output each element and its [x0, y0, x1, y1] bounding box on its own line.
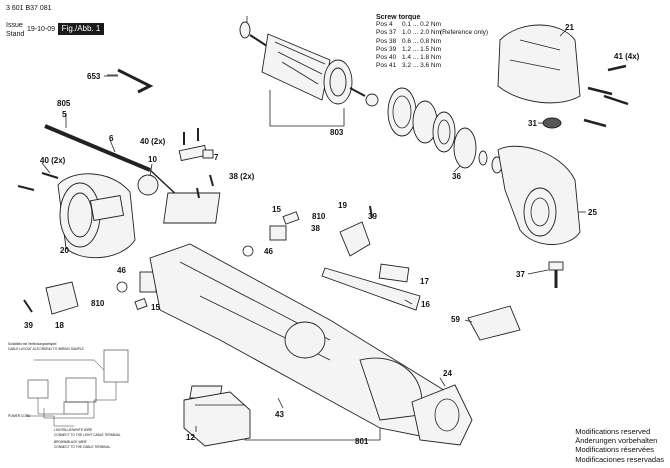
label-10: 10 — [148, 155, 157, 164]
wiring-title: Schaltbild mit Verbindungsbeispiel — [8, 342, 57, 346]
label-20: 20 — [60, 246, 69, 255]
screw-part — [178, 128, 214, 162]
modification-notes: Modifications reserved Änderungen vorbeh… — [575, 427, 664, 464]
screw-part — [583, 64, 629, 128]
main-housing-part — [149, 243, 461, 441]
label-25: 25 — [588, 208, 597, 217]
wiring-schematic — [26, 349, 129, 427]
screw-part — [548, 261, 564, 288]
label-12: 12 — [186, 433, 195, 442]
issue-date: 19-10-09 — [27, 26, 56, 33]
label-46-mid: 46 — [264, 247, 273, 256]
hex-key-part — [107, 68, 154, 94]
switch-module-part — [163, 174, 221, 224]
note-es: Modificaciones reservadas — [575, 454, 664, 464]
label-801: 801 — [355, 437, 369, 446]
label-36: 36 — [452, 172, 461, 181]
label-803: 803 — [330, 128, 344, 137]
label-15-top: 15 — [272, 205, 281, 214]
wiring-line4: CONNECT TO THE CABLE TERMINAL — [54, 445, 111, 449]
plate-part — [467, 305, 521, 341]
label-7: 7 — [214, 153, 219, 162]
label-810-top: 810 — [312, 212, 326, 221]
label-46-left: 46 — [117, 266, 126, 275]
gear-housing-part — [57, 173, 136, 259]
label-41: 41 (4x) — [614, 52, 640, 61]
wiring-subtitle: CABLE LAYOUT ACCORDING TO WIRING SAMPLE — [8, 347, 84, 351]
label-39-left: 39 — [24, 321, 33, 330]
shaft-assembly-part — [44, 113, 181, 199]
label-40-top: 40 (2x) — [140, 137, 166, 146]
note-de: Änderungen vorbehalten — [575, 436, 658, 446]
switch-rod-part — [321, 267, 421, 311]
label-805: 805 — [57, 99, 71, 108]
label-40-left: 40 (2x) — [40, 156, 66, 165]
spring-part — [116, 281, 128, 293]
wiring-line1: LIGHTBLUE/WHITE WIRE — [54, 428, 93, 432]
document-number: 3 601 B37 081 — [6, 5, 52, 12]
brush-holder-part — [134, 211, 300, 311]
label-37: 37 — [516, 270, 525, 279]
wiring-line2: CONNECT TO THE LIGHT CABLE TERMINAL — [54, 433, 121, 437]
stand-label: Stand — [6, 31, 25, 38]
label-31: 31 — [528, 119, 537, 128]
cover-part — [23, 281, 79, 315]
issue-label: Issue — [6, 22, 23, 29]
label-810-left: 810 — [91, 299, 105, 308]
label-5: 5 — [62, 110, 67, 119]
label-17: 17 — [420, 277, 429, 286]
label-24: 24 — [443, 369, 452, 378]
label-653: 653 — [87, 72, 101, 81]
label-15-left: 15 — [151, 303, 160, 312]
label-38-mid: 38 — [311, 224, 320, 233]
note-fr: Modifications réservées — [575, 445, 654, 455]
label-21: 21 — [565, 23, 574, 32]
bracket-part — [339, 205, 373, 257]
label-19: 19 — [338, 201, 347, 210]
wiring-power-cord: POWER CORD — [8, 414, 31, 418]
wiring-line3: BROWN/BLACK WIRE — [54, 440, 87, 444]
motor-end-part — [411, 384, 473, 446]
wiring-diagram: Schaltbild mit Verbindungsbeispiel CABLE… — [4, 340, 134, 458]
label-43: 43 — [275, 410, 284, 419]
label-6: 6 — [109, 134, 114, 143]
label-39-top: 39 — [368, 212, 377, 221]
screw-part — [17, 162, 59, 191]
battery-pack-part — [183, 391, 251, 447]
label-38-top: 38 (2x) — [229, 172, 255, 181]
spring-part — [242, 245, 254, 257]
torque-title: Screw torque — [376, 14, 421, 21]
label-16: 16 — [421, 300, 430, 309]
note-en: Modifications reserved — [575, 426, 651, 436]
bearing-part — [542, 117, 562, 129]
leader-lines — [104, 16, 586, 432]
armature-part — [239, 21, 503, 174]
label-59: 59 — [451, 315, 460, 324]
gear-head-part — [497, 145, 581, 245]
front-cap-part — [497, 24, 581, 104]
figure-label: Fig./Abb. 1 — [58, 23, 104, 35]
slider-part — [378, 263, 410, 283]
label-18: 18 — [55, 321, 64, 330]
